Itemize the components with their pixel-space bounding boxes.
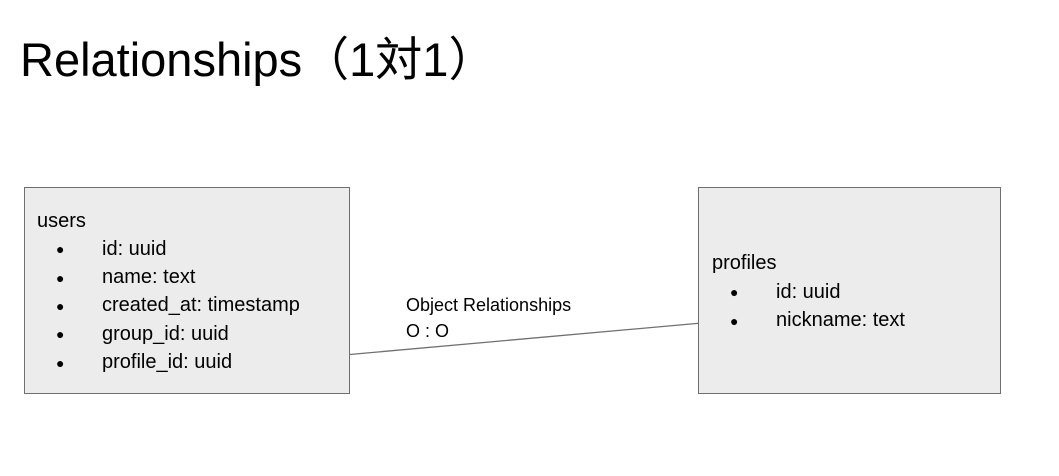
bullet-icon: ● xyxy=(56,326,65,343)
field-label: nickname: text xyxy=(776,309,905,332)
users-table-name: users xyxy=(37,210,86,232)
bullet-icon: ● xyxy=(730,284,739,301)
field-label: id: uuid xyxy=(102,237,167,260)
profiles-field-nickname: ● nickname: text xyxy=(730,306,905,334)
bullet-icon: ● xyxy=(56,241,65,258)
bullet-icon: ● xyxy=(56,354,65,371)
users-field-list: ● id: uuid ● name: text ● created_at: times… xyxy=(56,235,300,377)
profiles-field-list: ● id: uuid ● nickname: text xyxy=(730,278,905,335)
bullet-icon: ● xyxy=(730,312,739,329)
relationship-label: Object Relationships O : O xyxy=(406,292,571,344)
relationship-cardinality: O : O xyxy=(406,321,450,341)
users-field-created-at: ● created_at: timestamp xyxy=(56,292,300,320)
field-label: id: uuid xyxy=(776,280,841,303)
field-label: created_at: timestamp xyxy=(102,294,300,317)
users-field-group-id: ● group_id: uuid xyxy=(56,320,300,348)
users-field-name: ● name: text xyxy=(56,263,300,291)
profiles-field-id: ● id: uuid xyxy=(730,278,905,306)
profiles-table-name: profiles xyxy=(712,252,777,274)
field-label: profile_id: uuid xyxy=(102,351,233,374)
bullet-icon: ● xyxy=(56,297,65,314)
field-label: name: text xyxy=(102,266,196,289)
relationship-type: Object Relationships xyxy=(406,295,572,315)
users-table-box: users ● id: uuid ● name: text ● created_at:… xyxy=(24,187,350,394)
profiles-table-box: profiles ● id: uuid ● nickname: text xyxy=(698,187,1001,394)
users-field-id: ● id: uuid xyxy=(56,235,300,263)
users-field-profile-id: ● profile_id: uuid xyxy=(56,349,300,377)
page-title: Relationships（1対1） xyxy=(20,33,496,86)
bullet-icon: ● xyxy=(56,269,65,286)
field-label: group_id: uuid xyxy=(102,322,229,345)
